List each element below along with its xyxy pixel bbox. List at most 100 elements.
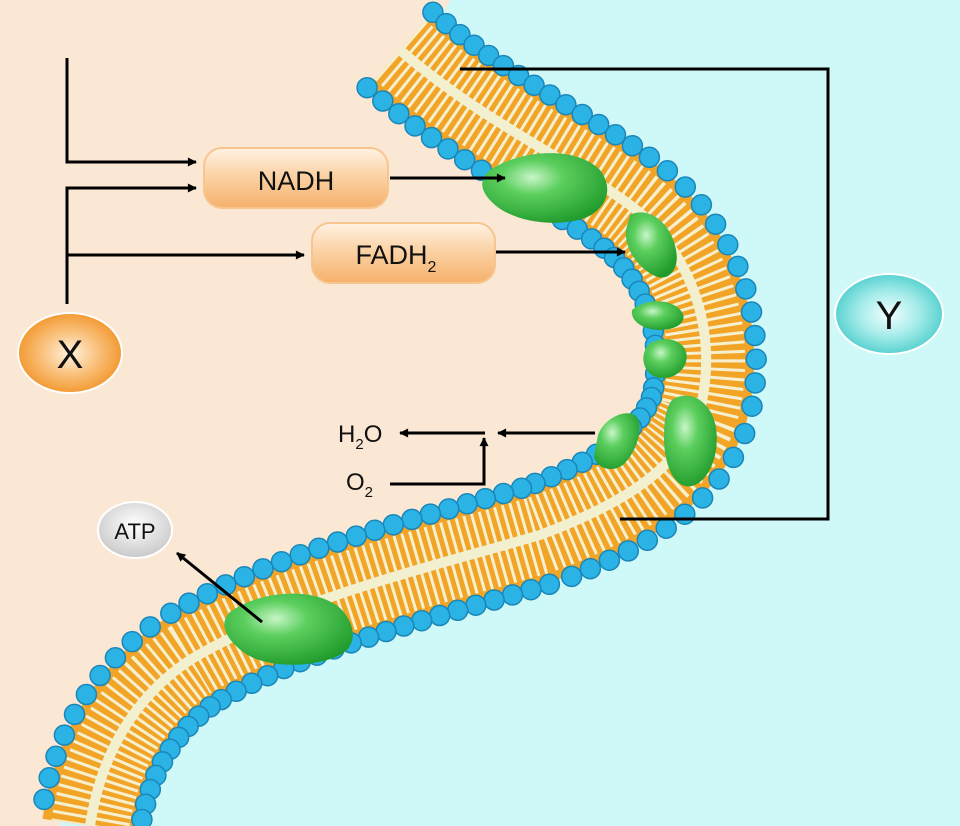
lipid-head: [745, 348, 767, 370]
lipid-head: [655, 517, 677, 539]
lipid-head: [523, 74, 545, 97]
lipid-head: [326, 531, 349, 553]
lipid-head: [674, 176, 697, 198]
fadh2-subscript: 2: [428, 259, 437, 276]
lipid-head: [492, 54, 515, 77]
lipid-head: [621, 134, 644, 157]
complex-ii-protein-icon: [625, 212, 677, 278]
lipid-head: [722, 446, 745, 469]
lipid-head: [474, 487, 497, 510]
lipid-head: [674, 503, 696, 525]
lipid-head: [160, 602, 182, 624]
lipid-head: [289, 544, 311, 566]
nadh-label: NADH: [258, 166, 335, 196]
lipid-head: [571, 103, 593, 126]
lipid-head: [131, 808, 153, 826]
atp-synthase-protein-icon: [224, 593, 353, 665]
lipid-head: [196, 582, 219, 605]
lipid-head: [735, 278, 757, 300]
lipid-head: [539, 84, 561, 106]
lipid-head: [308, 537, 330, 560]
lipid-head: [121, 630, 143, 653]
lipid-head: [704, 213, 727, 235]
lipid-head: [104, 647, 127, 669]
lipid-head: [656, 160, 679, 182]
lipid-head: [638, 146, 661, 169]
lipid-head: [604, 124, 627, 146]
lipid-head: [345, 525, 367, 547]
lipid-head: [555, 93, 577, 116]
lipid-head: [717, 234, 739, 256]
lipid-head: [520, 578, 542, 601]
lipid-head: [252, 558, 274, 580]
lipid-head: [45, 745, 67, 768]
water-subscript: 2: [355, 436, 363, 453]
lipid-head: [53, 724, 76, 746]
fadh2-main: FADH: [356, 240, 428, 270]
complex-iii-protein-icon: [643, 339, 687, 379]
lipid-head: [382, 514, 405, 536]
lipid-head: [356, 76, 378, 99]
lipid-head: [579, 557, 602, 580]
lipid-head: [691, 487, 714, 509]
lipid-head: [463, 34, 485, 56]
lipid-head: [63, 703, 86, 726]
x-input-connectors: [65, 58, 305, 304]
lipid-head: [372, 90, 394, 112]
x-node: X: [17, 312, 123, 394]
lipid-head: [419, 503, 442, 525]
x-top-line: [65, 58, 197, 167]
lipid-head: [483, 589, 505, 611]
complex-i-protein-icon: [482, 153, 608, 223]
atp-label: ATP: [114, 519, 155, 544]
lipid-head: [708, 468, 730, 490]
lipid-head: [690, 194, 713, 216]
lipid-head: [636, 529, 659, 552]
oxygen-subscript: 2: [365, 484, 373, 501]
lipid-head: [617, 540, 640, 562]
fadh2-label: FADH2: [356, 240, 437, 276]
protein-complexes: [224, 153, 717, 665]
lipid-head: [510, 477, 533, 500]
lipid-head: [453, 148, 476, 171]
cytochrome-c-protein-icon: [594, 413, 640, 470]
lipid-head: [560, 565, 583, 588]
lipid-head: [410, 609, 433, 632]
electron-arrows: [176, 173, 626, 624]
x-mid-line: [65, 183, 197, 304]
lipid-head: [428, 604, 451, 627]
oxygen-label: O2: [346, 469, 373, 501]
lipid-head: [587, 113, 610, 136]
lipid-head: [465, 594, 487, 616]
lipid-head: [233, 565, 256, 588]
complex-iv-protein-icon: [664, 395, 717, 487]
lipid-head: [446, 599, 469, 622]
lipid-head: [75, 683, 98, 706]
y-bracket-line: [460, 67, 830, 521]
lipid-head: [178, 592, 200, 614]
nadh-box: NADH: [203, 147, 389, 209]
lipid-head: [270, 550, 293, 573]
lipid-head: [404, 115, 426, 137]
fadh2-box: FADH2: [311, 222, 496, 284]
lipid-head: [741, 395, 763, 417]
lipid-head: [139, 616, 161, 638]
lipid-head: [744, 324, 766, 347]
lipid-head: [393, 615, 415, 637]
x-label: X: [57, 333, 84, 377]
lipid-head: [538, 573, 561, 596]
lipid-head: [733, 422, 756, 445]
lipid-head: [598, 549, 621, 571]
lipid-head: [420, 126, 443, 149]
lipid-head: [364, 519, 386, 542]
water-label: H2O: [338, 421, 382, 453]
lipid-head: [437, 138, 459, 160]
lipid-head: [492, 482, 515, 505]
lipid-head: [438, 498, 460, 520]
y-label: Y: [876, 294, 903, 338]
ubiquinone-protein-icon: [631, 301, 684, 330]
lipid-head: [456, 493, 478, 515]
lipid-head: [744, 372, 766, 394]
